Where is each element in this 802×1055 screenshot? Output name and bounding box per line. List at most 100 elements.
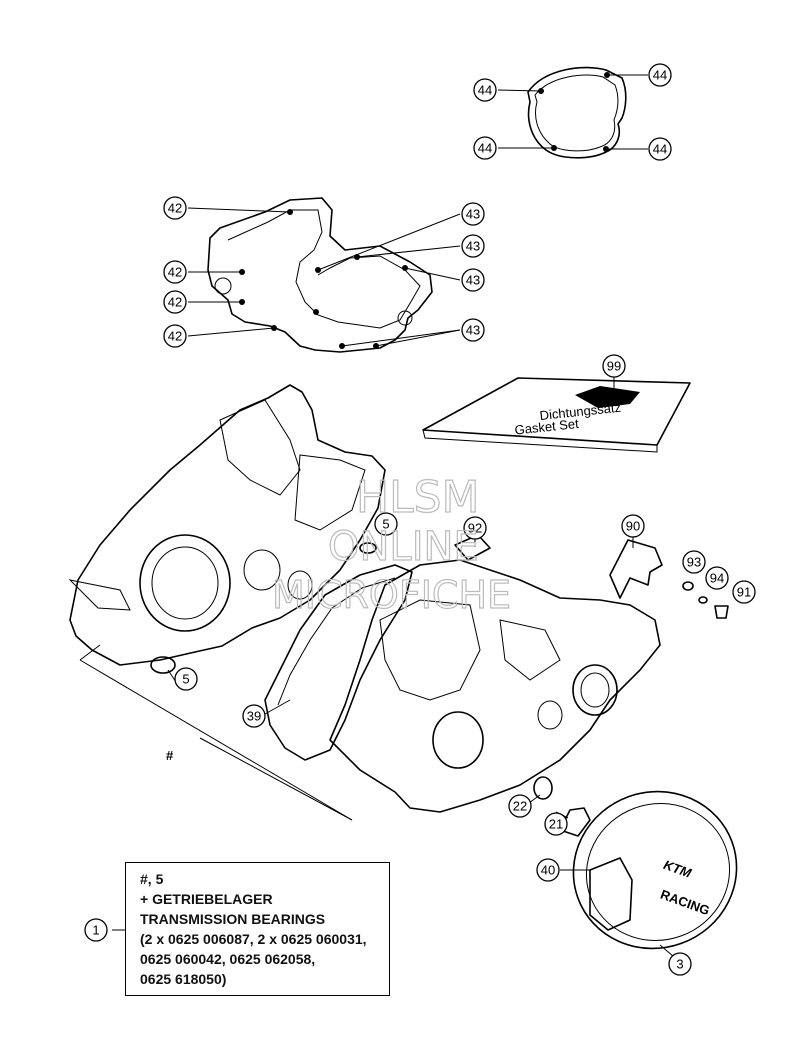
callout-c5b: 5	[174, 667, 198, 691]
callout-label: 5	[382, 517, 389, 532]
callout-c43c: 43	[461, 268, 485, 292]
callout-circle	[461, 202, 485, 226]
callout-circle	[84, 918, 108, 942]
callout-label: 43	[466, 207, 480, 222]
callout-circle	[461, 268, 485, 292]
callout-label: 94	[710, 571, 724, 586]
callouts: 44 44 44 44 42 42 42 42 43 43 43 43 99 5 92 90 93 94 91 5 39…	[84, 63, 756, 976]
watermark-line-1: HLSM	[356, 472, 480, 523]
callout-circle	[668, 952, 692, 976]
callout-label: 42	[168, 201, 182, 216]
callout-c5a: 5	[374, 512, 398, 536]
callout-c92: 92	[463, 516, 487, 540]
watermark-line-2: ONLINE	[328, 524, 479, 570]
callout-c21: 21	[544, 812, 568, 836]
callout-c44b: 44	[648, 63, 672, 87]
watermark-line-3: MICROFICHE	[272, 573, 511, 617]
callout-label: 90	[626, 519, 640, 534]
callout-label: 43	[466, 323, 480, 338]
left-crankcase-half	[68, 384, 386, 666]
hash-mark: #	[166, 748, 174, 763]
callout-circle	[602, 354, 626, 378]
callout-circle	[648, 63, 672, 87]
callout-c43d: 43	[461, 318, 485, 342]
cover-logo-brand: KTM	[662, 857, 695, 881]
callout-c99: 99	[602, 354, 626, 378]
callout-c22: 22	[508, 794, 532, 818]
legend-line-4: (2 x 0625 006087, 2 x 0625 060031,	[140, 931, 367, 947]
callout-circle	[621, 514, 645, 538]
callout-circle	[473, 136, 497, 160]
gasket-set-label-en: Gasket Set	[514, 416, 580, 438]
cover-logo-sub: RACING	[658, 887, 711, 919]
callout-c44a: 44	[473, 78, 497, 102]
callout-circle	[163, 324, 187, 348]
callout-circle	[682, 550, 706, 574]
legend-line-3: TRANSMISSION BEARINGS	[140, 911, 326, 927]
callout-c44d: 44	[648, 137, 672, 161]
callout-circle	[242, 704, 266, 728]
callout-label: 91	[737, 585, 751, 600]
callout-circle	[536, 858, 560, 882]
callout-c43a: 43	[461, 202, 485, 226]
legend-line-6: 0625 618050)	[140, 971, 227, 987]
callout-label: 40	[541, 863, 555, 878]
callout-label: 99	[607, 359, 621, 374]
callout-label: 39	[247, 709, 261, 724]
callout-label: 44	[478, 141, 492, 156]
callout-circle	[163, 196, 187, 220]
callout-c1: 1	[84, 918, 108, 942]
callout-circle	[174, 667, 198, 691]
callout-c91: 91	[732, 580, 756, 604]
callout-c90: 90	[621, 514, 645, 538]
callout-c42d: 42	[163, 324, 187, 348]
gasket-set-card: Dichtungssatz Gasket Set	[422, 377, 691, 453]
callout-circle	[463, 516, 487, 540]
ignition-cover-gasket	[497, 66, 648, 159]
callout-label: 3	[676, 957, 683, 972]
callout-circle	[461, 234, 485, 258]
callout-circle	[732, 580, 756, 604]
right-crankcase-half	[329, 559, 661, 813]
callout-label: 21	[549, 817, 563, 832]
callout-c44c: 44	[473, 136, 497, 160]
callout-label: 42	[168, 329, 182, 344]
callout-label: 44	[653, 142, 667, 157]
callout-label: 22	[513, 799, 527, 814]
callout-circle	[163, 290, 187, 314]
callout-label: 44	[653, 68, 667, 83]
callout-circle	[473, 78, 497, 102]
legend-line-2: + GETRIEBELAGER	[140, 891, 273, 907]
callout-circle	[705, 566, 729, 590]
callout-circle	[374, 512, 398, 536]
legend-line-1: #, 5	[140, 871, 164, 887]
callout-circle	[461, 318, 485, 342]
callout-label: 42	[168, 295, 182, 310]
callout-c93: 93	[682, 550, 706, 574]
callout-c42b: 42	[163, 260, 187, 284]
callout-label: 92	[468, 521, 482, 536]
legend-line-5: 0625 060042, 0625 062058,	[140, 951, 316, 967]
callout-c94: 94	[705, 566, 729, 590]
callout-c43b: 43	[461, 234, 485, 258]
callout-c40: 40	[536, 858, 560, 882]
crankcase-gasket	[187, 197, 461, 353]
callout-label: 44	[478, 83, 492, 98]
callout-label: 42	[168, 265, 182, 280]
callout-label: 43	[466, 239, 480, 254]
callout-c3: 3	[668, 952, 692, 976]
legend-box: #, 5 + GETRIEBELAGER TRANSMISSION BEARIN…	[125, 862, 390, 996]
callout-label: 1	[92, 923, 99, 938]
callout-label: 93	[687, 555, 701, 570]
callout-circle	[163, 260, 187, 284]
watermark: HLSM ONLINE MICROFICHE	[271, 471, 511, 617]
callout-c42c: 42	[163, 290, 187, 314]
callout-circle	[648, 137, 672, 161]
callout-label: 43	[466, 273, 480, 288]
callout-label: 5	[182, 672, 189, 687]
callout-c42a: 42	[163, 196, 187, 220]
callout-circle	[544, 812, 568, 836]
center-gasket	[264, 564, 413, 761]
callout-c39: 39	[242, 704, 266, 728]
